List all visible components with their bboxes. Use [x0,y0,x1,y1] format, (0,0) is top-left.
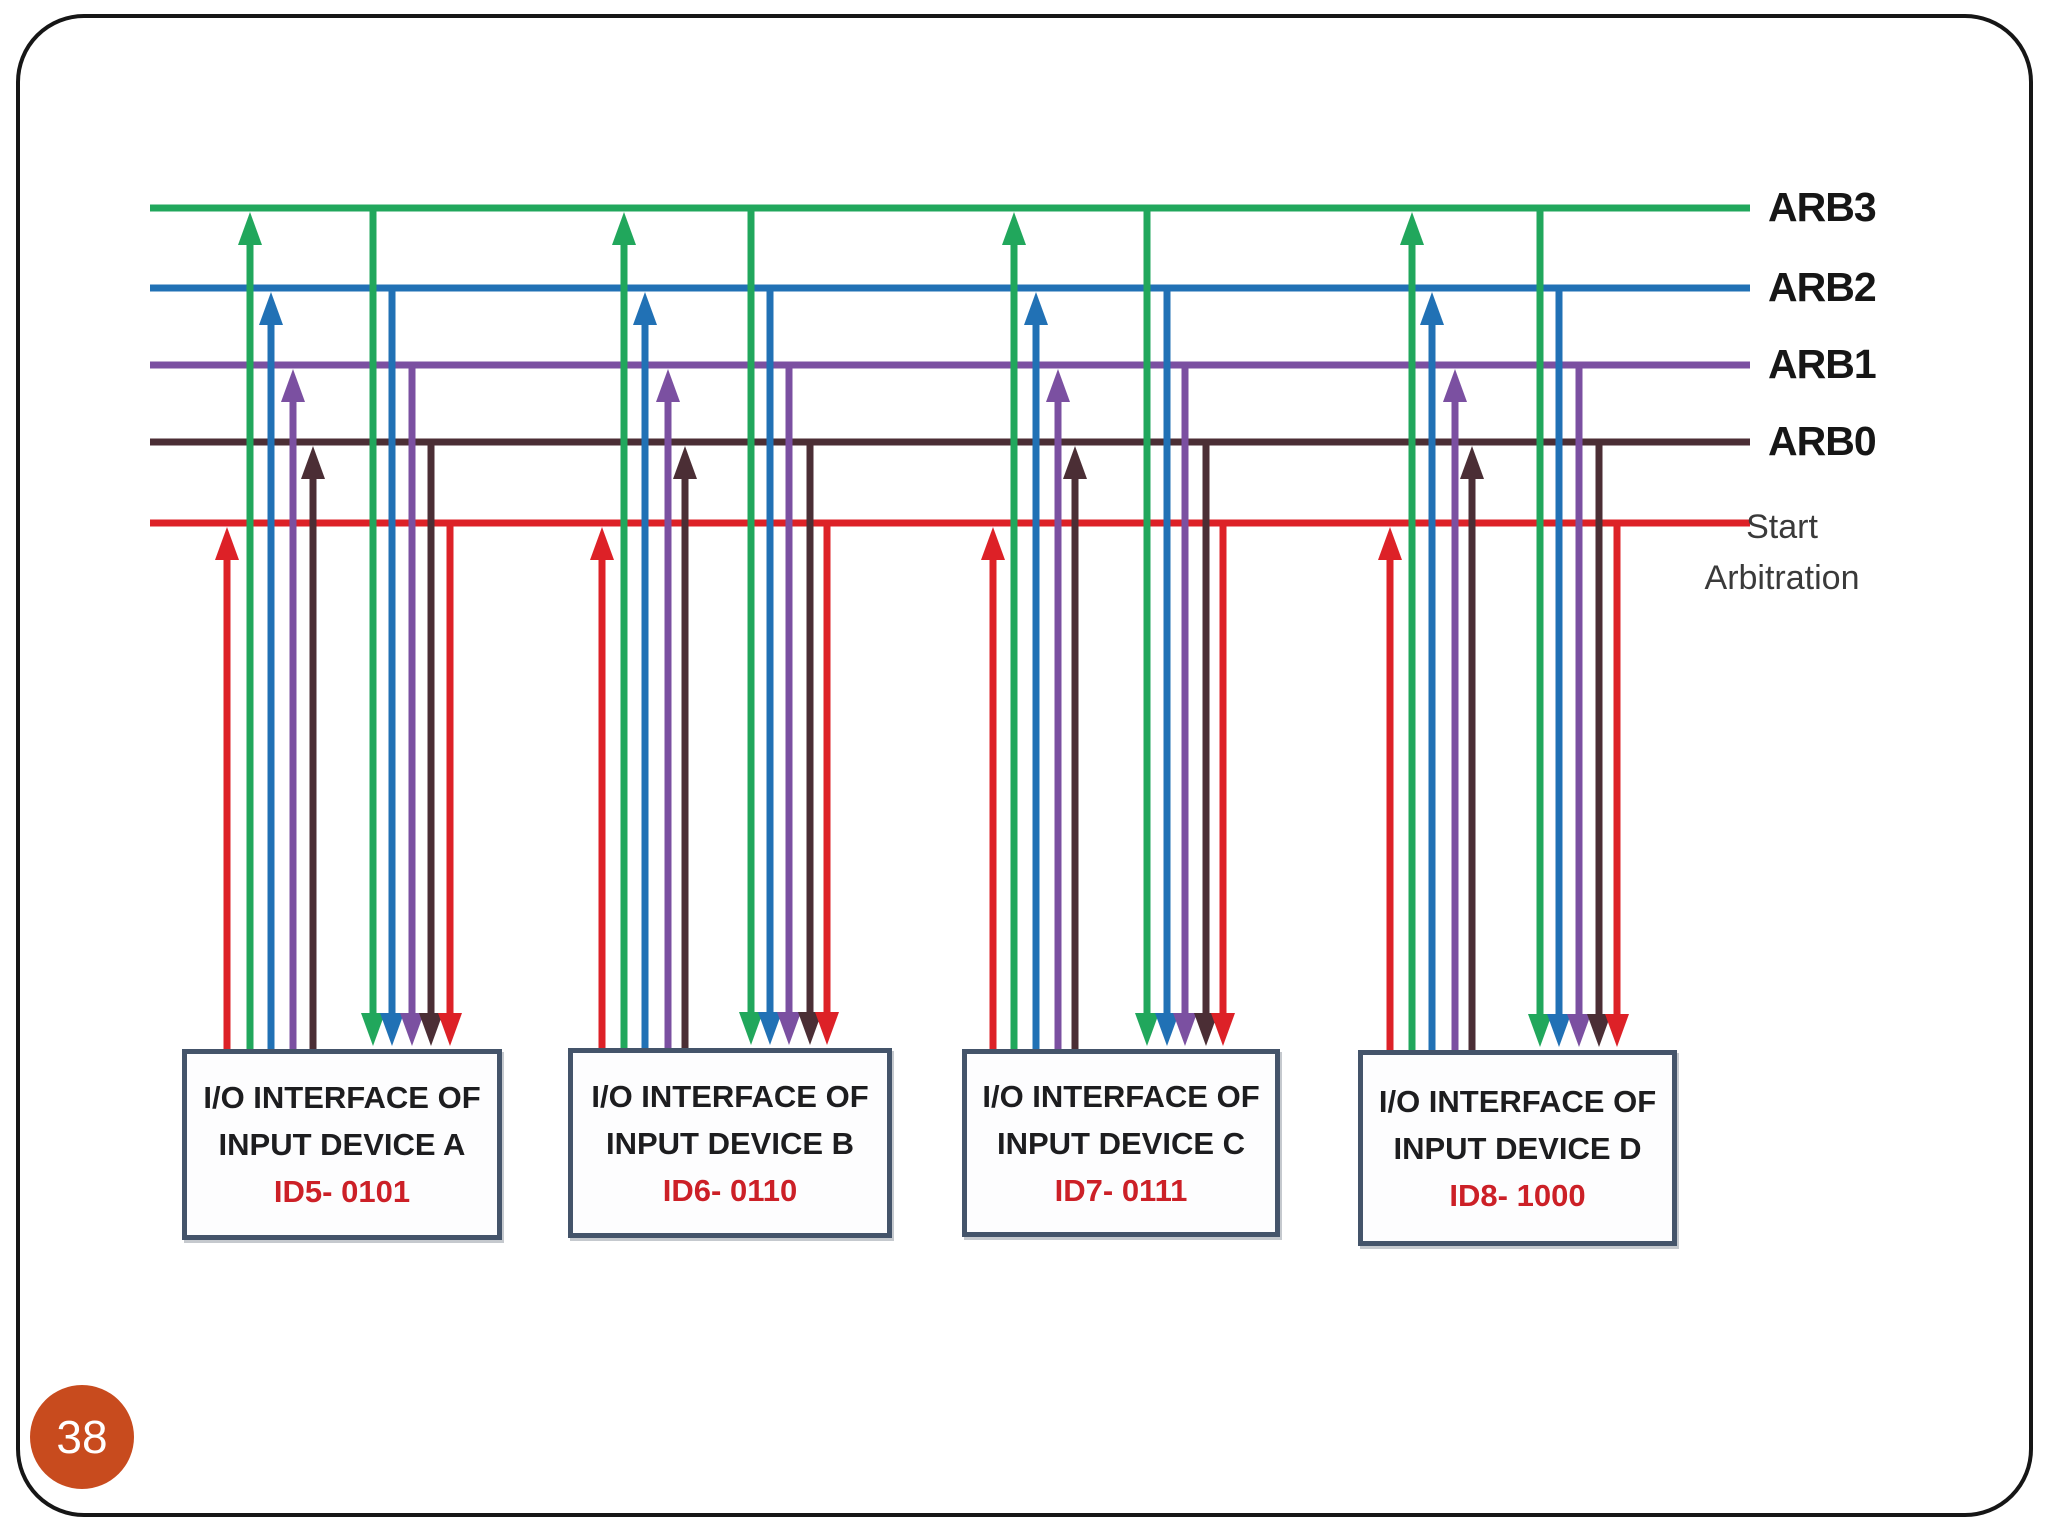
device-1-grant-arrowhead-arb1 [777,1012,801,1045]
bus-label-arb3: ARB3 [1768,184,1877,230]
device-3-request-arrowhead-arb1 [1443,369,1467,402]
device-c-title-line1: I/O INTERFACE OF [982,1078,1260,1114]
device-1-grant-arrowhead-start [815,1012,839,1045]
device-1-request-arrowhead-arb0 [673,446,697,479]
device-2-grant-arrowhead-arb0 [1194,1013,1218,1046]
device-b-id-label: ID6- 0110 [662,1172,798,1208]
device-0-request-arrowhead-arb3 [238,212,262,245]
device-3-grant-arrowhead-arb0 [1587,1014,1611,1047]
device-a-title-line2: INPUT DEVICE A [218,1127,466,1162]
device-0-grant-arrowhead-arb1 [400,1013,424,1046]
device-0-request-arrowhead-start [215,527,239,560]
device-0-request-arrowhead-arb1 [281,369,305,402]
bus-label-arb2: ARB2 [1768,264,1877,310]
device-3-grant-arrowhead-arb1 [1567,1014,1591,1047]
device-a-id-label: ID5- 0101 [273,1174,411,1209]
device-2-grant-arrowhead-start [1211,1013,1235,1046]
start-label-line2: Arbitration [1704,559,1860,597]
device-box-a: I/O INTERFACE OF INPUT DEVICE A ID5- 010… [182,1049,502,1240]
bus-label-arb1: ARB1 [1768,341,1877,387]
page-number-badge: 38 [30,1385,134,1489]
device-1-request-arrowhead-arb2 [633,292,657,325]
device-1-grant-arrowhead-arb3 [739,1012,763,1045]
device-1-request-arrowhead-start [590,527,614,560]
device-1-grant-arrowhead-arb0 [798,1012,822,1045]
slide-border [16,14,2033,1517]
device-1-request-arrowhead-arb1 [656,369,680,402]
device-d-id-label: ID8- 1000 [1449,1177,1586,1213]
device-0-grant-arrowhead-arb3 [361,1013,385,1046]
device-2-request-arrowhead-arb1 [1046,369,1070,402]
device-2-grant-arrowhead-arb3 [1135,1013,1159,1046]
device-3-request-arrowhead-start [1378,527,1402,560]
device-b-title-line2: INPUT DEVICE B [605,1125,855,1161]
device-0-grant-arrowhead-arb0 [419,1013,443,1046]
device-0-request-arrowhead-arb2 [259,292,283,325]
device-b-title-line1: I/O INTERFACE OF [591,1078,869,1114]
start-label-line1: Start [1746,508,1818,546]
device-3-request-arrowhead-arb0 [1460,446,1484,479]
device-2-request-arrowhead-arb2 [1024,292,1048,325]
device-2-request-arrowhead-start [981,527,1005,560]
device-0-grant-arrowhead-arb2 [380,1013,404,1046]
device-1-request-arrowhead-arb3 [612,212,636,245]
device-c-title-line2: INPUT DEVICE C [996,1125,1246,1161]
device-2-grant-arrowhead-arb2 [1155,1013,1179,1046]
device-2-request-arrowhead-arb0 [1063,446,1087,479]
device-a-title-line1: I/O INTERFACE OF [203,1080,481,1115]
device-d-title-line1: I/O INTERFACE OF [1378,1083,1657,1119]
device-3-grant-arrowhead-arb3 [1528,1014,1552,1047]
device-d-title-line2: INPUT DEVICE D [1393,1130,1642,1166]
device-3-request-arrowhead-arb3 [1400,212,1424,245]
device-2-grant-arrowhead-arb1 [1173,1013,1197,1046]
device-3-grant-arrowhead-arb2 [1547,1014,1571,1047]
device-box-b: I/O INTERFACE OF INPUT DEVICE B ID6- 011… [568,1048,892,1238]
bus-label-start-arbitration: Start Arbitration [1662,502,1902,604]
device-0-grant-arrowhead-start [438,1013,462,1046]
device-2-request-arrowhead-arb3 [1002,212,1026,245]
device-3-grant-arrowhead-start [1605,1014,1629,1047]
device-c-id-label: ID7- 0111 [1054,1172,1188,1208]
bus-label-arb0: ARB0 [1768,418,1877,464]
device-box-c: I/O INTERFACE OF INPUT DEVICE C ID7- 011… [962,1049,1280,1237]
device-1-grant-arrowhead-arb2 [758,1012,782,1045]
device-3-request-arrowhead-arb2 [1420,292,1444,325]
device-box-d: I/O INTERFACE OF INPUT DEVICE D ID8- 100… [1358,1050,1677,1246]
device-0-request-arrowhead-arb0 [301,446,325,479]
